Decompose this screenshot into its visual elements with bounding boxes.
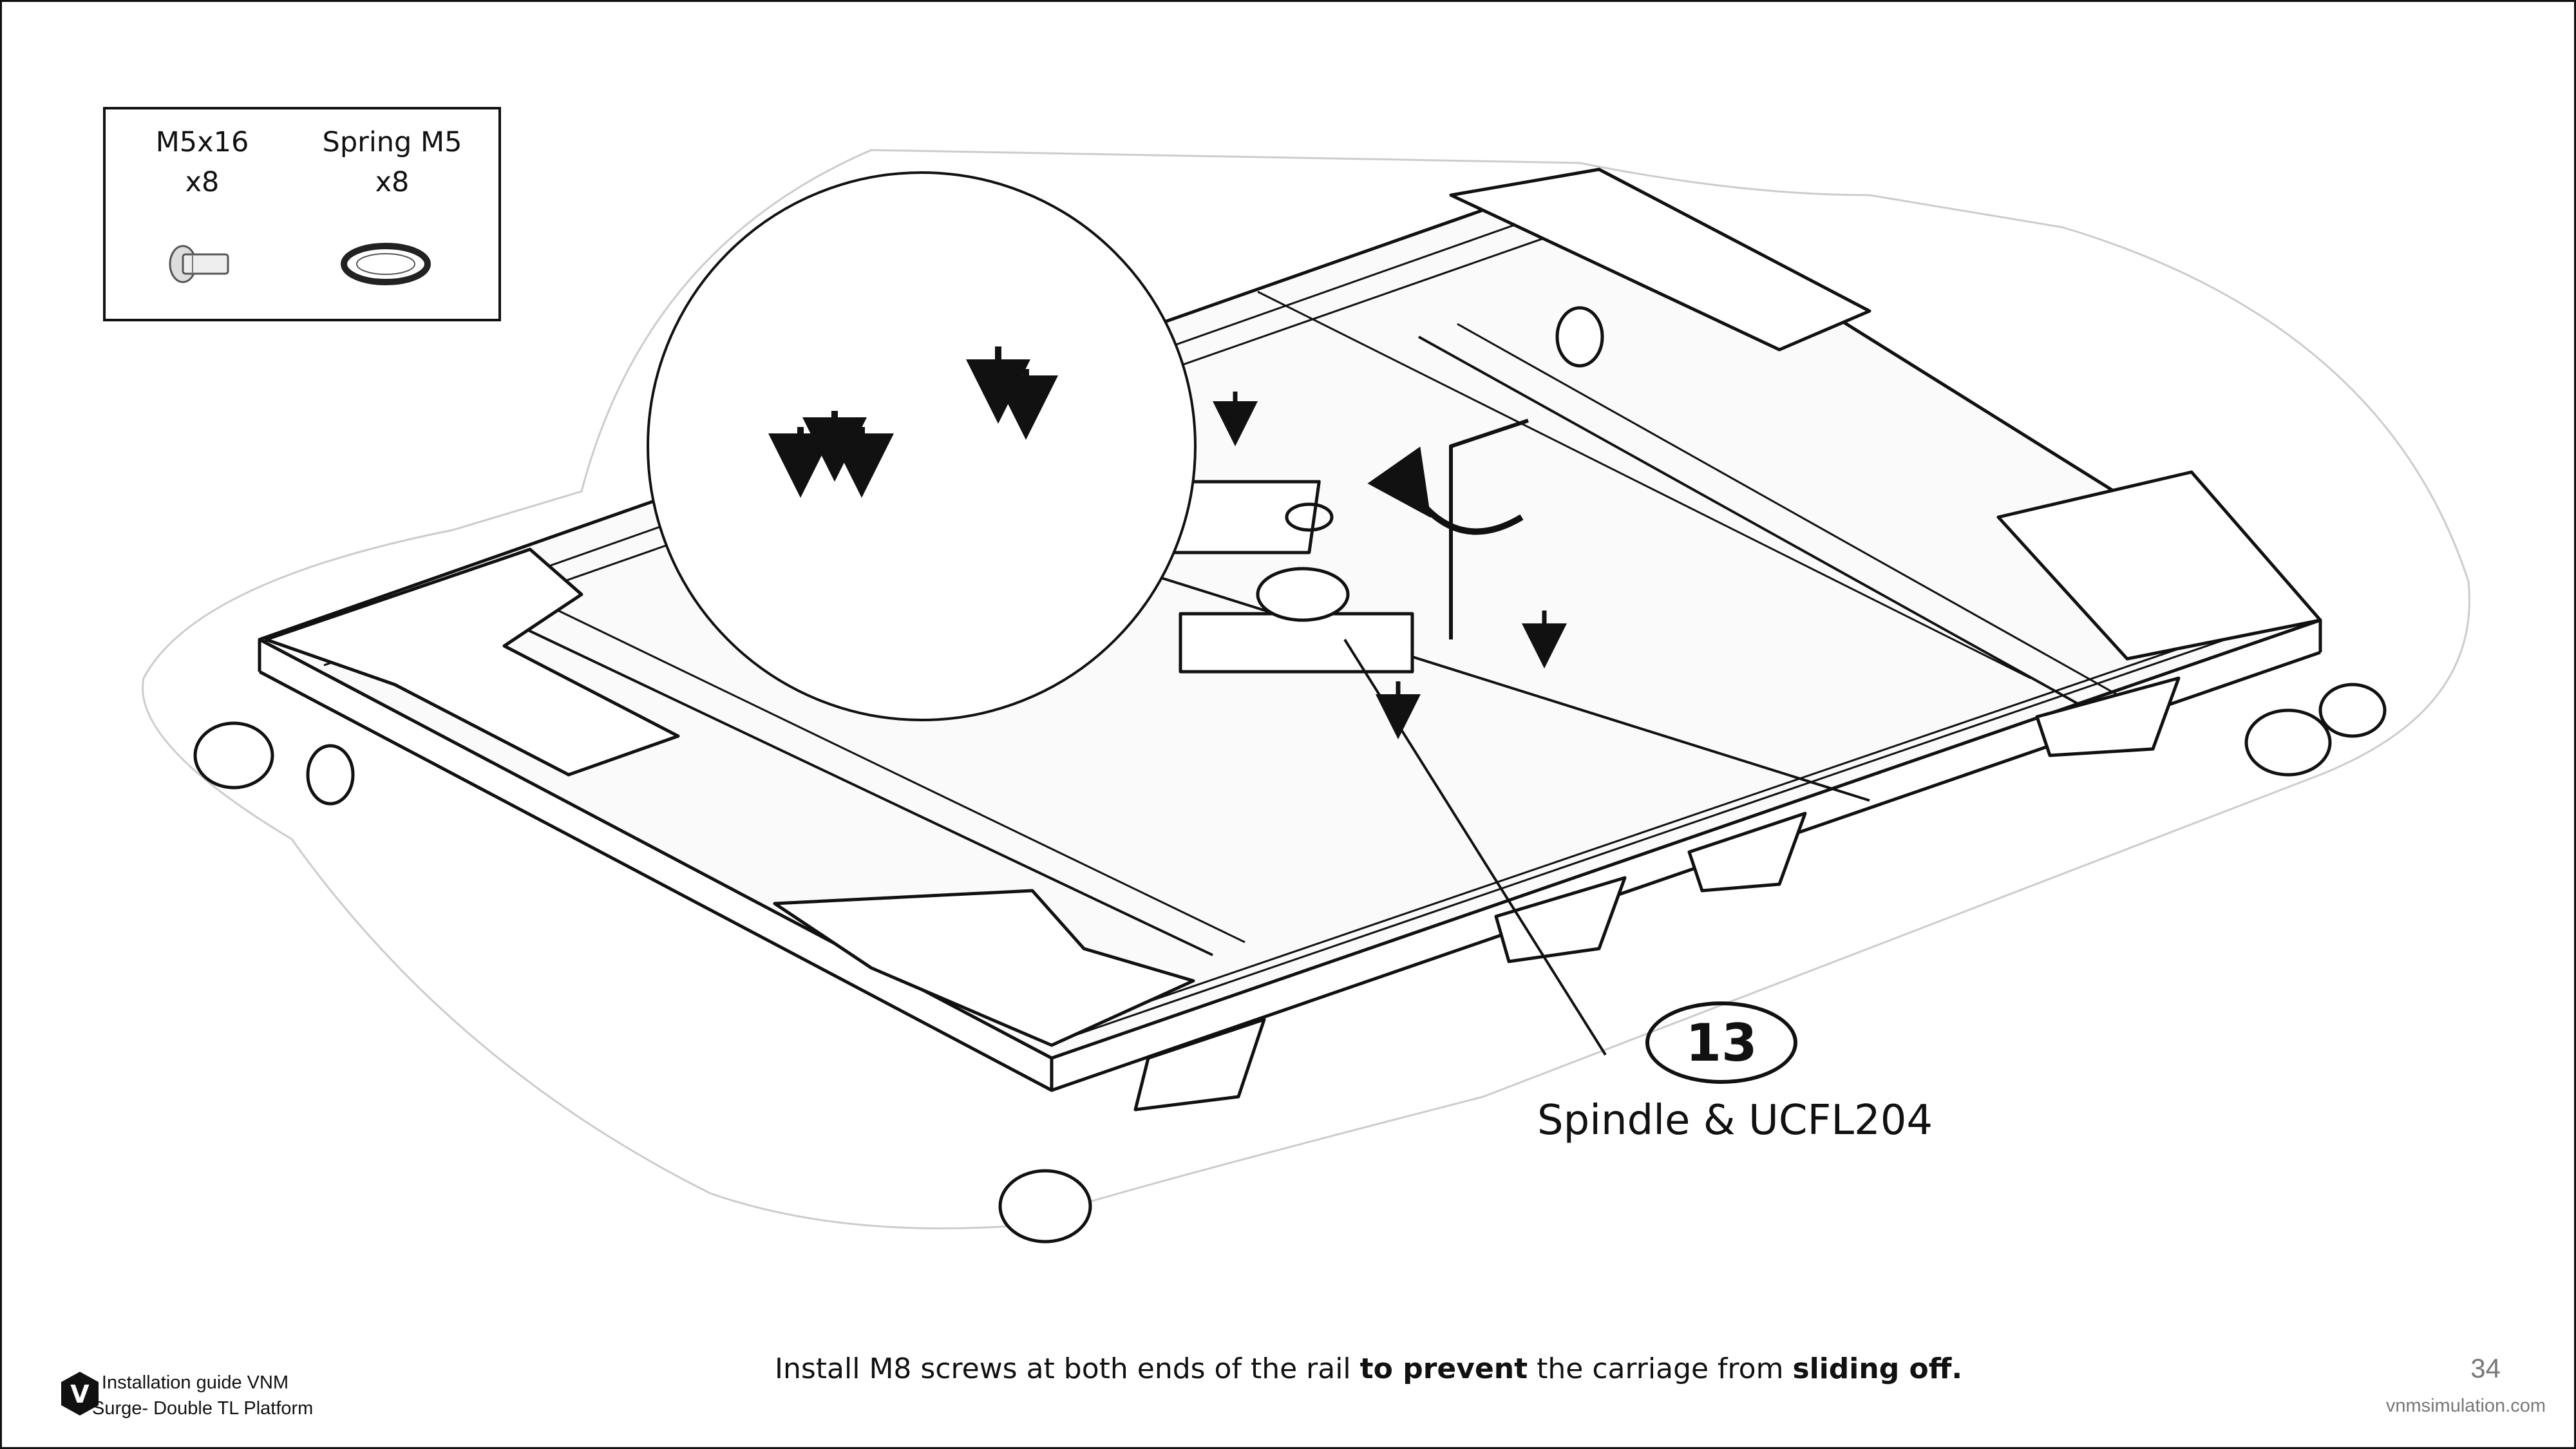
screw-arrow-icons bbox=[1213, 392, 1567, 739]
footer-title-line2: Surge- Double TL Platform bbox=[92, 1398, 314, 1419]
detail-magnifier bbox=[646, 171, 1197, 721]
logo-letter: V bbox=[70, 1380, 90, 1408]
part-quantity: x8 bbox=[375, 166, 410, 198]
spring-washer-icon bbox=[341, 243, 431, 285]
callout-number: 13 bbox=[1645, 1001, 1797, 1084]
rotation-arrow-icon bbox=[1367, 446, 1524, 535]
frame-structure bbox=[193, 167, 2387, 1244]
instruction-part1: Install M8 screws at both ends of the ra… bbox=[775, 1352, 1360, 1385]
callout-leader-line bbox=[1343, 638, 1607, 1056]
part-item-screw: M5x16 x8 bbox=[115, 122, 289, 202]
instruction-bold2: sliding off. bbox=[1792, 1352, 1963, 1385]
parts-list-box: M5x16 x8 Spring M5 x8 bbox=[103, 107, 501, 321]
part-name: Spring M5 bbox=[322, 126, 462, 158]
drawing-halo-outline bbox=[142, 149, 2470, 1229]
vnm-logo-icon: V bbox=[61, 1372, 99, 1416]
callout-label: Spindle & UCFL204 bbox=[1537, 1097, 1933, 1144]
instruction-bold1: to prevent bbox=[1359, 1352, 1528, 1385]
instruction-part2: the carriage from bbox=[1528, 1352, 1793, 1385]
part-quantity: x8 bbox=[185, 166, 220, 198]
instruction-text: Install M8 screws at both ends of the ra… bbox=[775, 1352, 1962, 1385]
footer-title-line1: Installation guide VNM bbox=[101, 1372, 289, 1393]
part-name: M5x16 bbox=[155, 126, 249, 158]
page-number: 34 bbox=[2470, 1353, 2501, 1383]
detail-screw-arrow-icons bbox=[768, 346, 1058, 498]
website-link[interactable]: vnmsimulation.com bbox=[2385, 1396, 2546, 1416]
screw-icon bbox=[169, 245, 229, 283]
footer-document-title: Installation guide VNM Surge- Double TL … bbox=[92, 1370, 314, 1421]
part-item-spring-washer: Spring M5 x8 bbox=[305, 122, 479, 202]
